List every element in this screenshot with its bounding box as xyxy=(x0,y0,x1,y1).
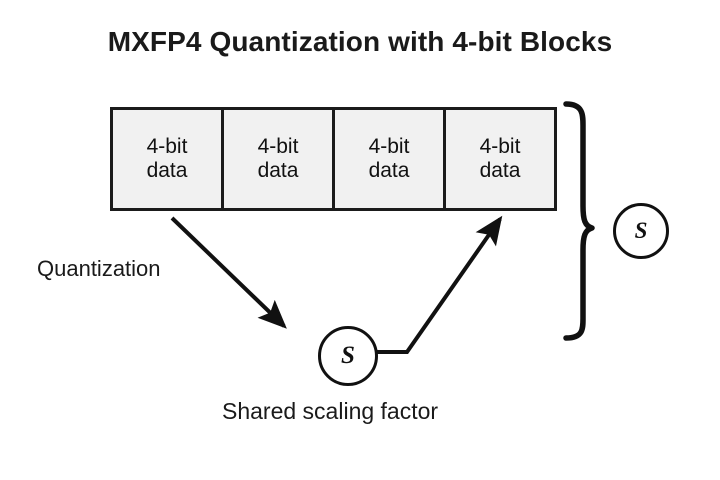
data-block-2-line1: 4-bit xyxy=(257,134,299,158)
page-title: MXFP4 Quantization with 4-bit Blocks xyxy=(107,26,613,57)
quantization-label: Quantization xyxy=(37,256,161,281)
data-block-4-line2: data xyxy=(479,159,521,182)
data-block-2-line2: data xyxy=(257,159,299,182)
data-block-4: 4-bit data xyxy=(446,110,554,208)
quantization-arrow xyxy=(170,216,287,329)
data-block-2: 4-bit data xyxy=(224,110,335,208)
shared-scale-badge-lower: S xyxy=(318,326,378,386)
data-block-3-line2: data xyxy=(368,159,410,182)
data-block-1-line1: 4-bit xyxy=(146,134,188,158)
data-block-row: 4-bit data 4-bit data 4-bit data 4-bit d… xyxy=(110,107,557,211)
data-block-1: 4-bit data xyxy=(113,110,224,208)
data-block-1-line2: data xyxy=(146,159,188,182)
data-block-3-line1: 4-bit xyxy=(368,134,410,158)
scaling-factor-arrow xyxy=(372,215,503,354)
group-brace xyxy=(563,101,595,341)
shared-scaling-factor-label: Shared scaling factor xyxy=(222,398,439,424)
data-block-3: 4-bit data xyxy=(335,110,446,208)
shared-scale-badge-right: S xyxy=(613,203,669,259)
data-block-4-line1: 4-bit xyxy=(479,134,521,158)
